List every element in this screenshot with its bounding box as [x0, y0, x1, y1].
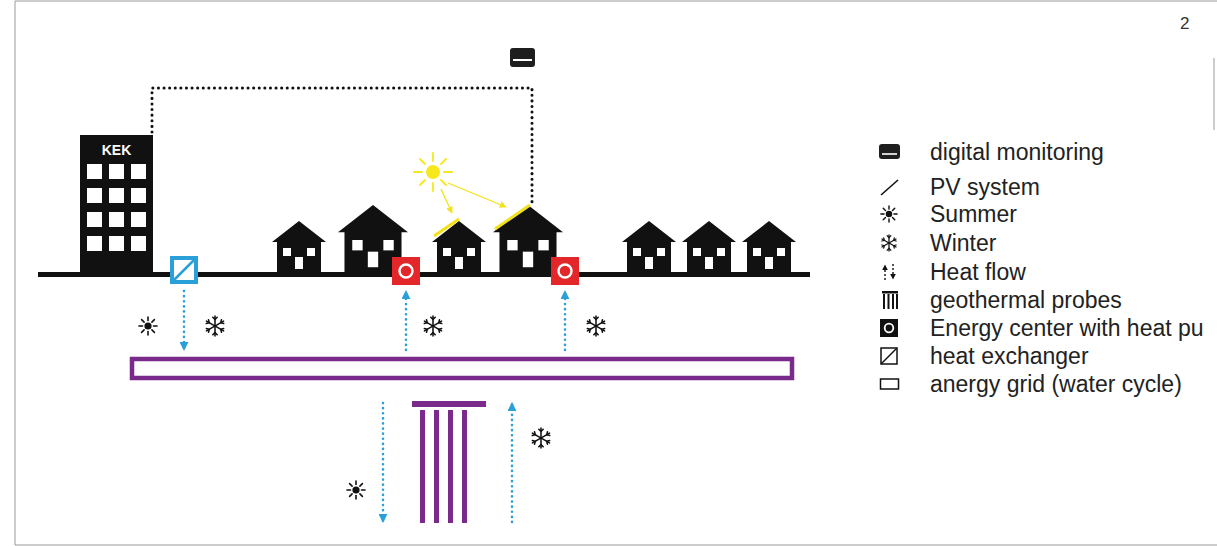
heat-exchanger	[170, 256, 198, 284]
node-label: KEK	[102, 143, 132, 157]
probe	[420, 410, 425, 523]
legend-label: PV system	[930, 176, 1040, 199]
pv-panel	[434, 219, 459, 236]
legend-monitor-icon	[879, 144, 900, 159]
probe-header	[412, 401, 486, 407]
sunlight-arrow	[448, 183, 506, 207]
monitoring-line	[152, 88, 532, 203]
heat-flow-arrow	[405, 291, 408, 350]
house	[622, 221, 676, 275]
legend-label: digital monitoring	[930, 141, 1104, 164]
legend-energy-center	[880, 319, 898, 337]
geothermal-probes	[412, 401, 486, 523]
legend-heat-pump-ring	[885, 324, 894, 333]
legend-probe-header	[882, 291, 898, 294]
heat-flow-arrows	[184, 291, 565, 522]
legend-probe	[883, 294, 885, 309]
exchanger-box	[170, 256, 198, 284]
monitor-body	[510, 48, 535, 67]
winter-symbol	[532, 428, 549, 448]
ground-line	[38, 272, 810, 277]
winter-symbol	[587, 316, 604, 336]
legend-winter-symbol	[882, 235, 896, 251]
legend-heat-flow-arrow	[884, 265, 885, 280]
house	[493, 205, 563, 275]
legend-label: Winter	[930, 232, 996, 255]
legend-label: Heat flow	[930, 261, 1026, 284]
anergy-grid	[132, 359, 792, 378]
house	[682, 221, 736, 275]
sun-rays	[414, 153, 452, 191]
energy-center	[392, 257, 420, 285]
frame-line	[15, 545, 1217, 546]
heat-flow-arrow	[382, 403, 385, 522]
sunlight-arrow	[441, 189, 452, 213]
legend-probe	[896, 294, 898, 309]
frame-line	[15, 1, 16, 545]
summer-symbol	[347, 481, 365, 499]
sun-disc	[426, 165, 440, 179]
house	[742, 221, 796, 275]
energy-center	[551, 257, 579, 285]
pv-panel	[495, 205, 530, 229]
legend-label: geothermal probes	[930, 289, 1122, 312]
energy-center-box	[392, 257, 420, 285]
legend-heat-exchanger	[881, 348, 897, 364]
house	[272, 221, 326, 275]
probe	[448, 410, 453, 523]
house	[338, 205, 408, 275]
heat-flow-arrow	[511, 403, 514, 522]
legend-probe	[892, 294, 894, 309]
heat-flow-arrow	[183, 291, 186, 350]
legend-label: Summer	[930, 203, 1017, 226]
monitor-strip	[513, 59, 532, 61]
legend-probe	[888, 294, 890, 309]
heat-pump-ring	[559, 265, 572, 278]
building-windows	[87, 164, 146, 251]
sun-illustration	[414, 153, 452, 191]
winter-symbol	[206, 316, 223, 336]
legend-heat-flow-arrow	[892, 264, 893, 279]
exchanger-diagonal	[174, 260, 194, 280]
winter-symbol	[424, 316, 441, 336]
legend-symbols	[879, 144, 900, 389]
legend-grid-band	[881, 379, 899, 389]
frame-line	[15, 1, 1217, 2]
legend-exchanger-diagonal	[881, 348, 897, 364]
legend-pv-line	[881, 180, 898, 195]
probe	[434, 410, 439, 523]
monitoring-icon	[510, 48, 535, 67]
exchanger-inner	[174, 260, 194, 280]
heat-pump-ring	[400, 265, 413, 278]
energy-center-box	[551, 257, 579, 285]
office-building	[80, 135, 153, 277]
house	[432, 221, 486, 275]
legend-summer-symbol	[881, 206, 897, 222]
heat-flow-arrow	[564, 291, 567, 350]
legend-label: Energy center with heat pu	[930, 317, 1204, 340]
office-building: KEK	[80, 135, 153, 277]
frame-line	[1214, 58, 1215, 130]
page-number: 2	[1180, 15, 1189, 32]
legend-label: heat exchanger	[930, 345, 1089, 368]
legend-label: anergy grid (water cycle)	[930, 373, 1182, 396]
summer-symbol	[139, 317, 157, 335]
legend-monitor-strip	[882, 153, 897, 155]
building-body	[80, 135, 153, 277]
probe	[462, 410, 467, 523]
